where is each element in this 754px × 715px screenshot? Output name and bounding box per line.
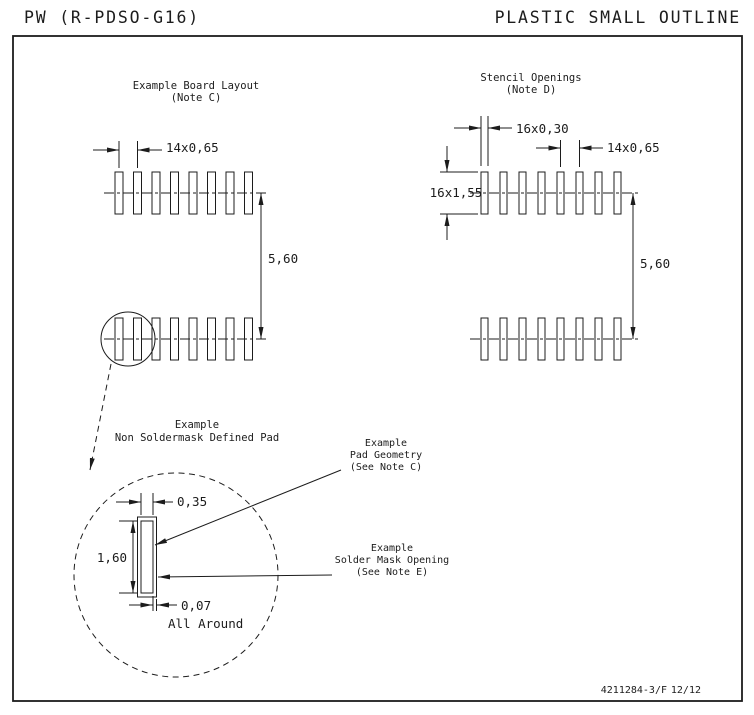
revision-date: 12/12 <box>671 685 701 696</box>
package-code-title: PW (R-PDSO-G16) <box>24 8 200 27</box>
detail-indicator-circle <box>100 311 156 367</box>
stencil-title: Stencil Openings <box>480 72 581 84</box>
dim-mask-gap: 0,07 All Around <box>129 596 243 631</box>
package-type-title: PLASTIC SMALL OUTLINE <box>495 8 741 27</box>
board-layout-note: (Note C) <box>171 92 222 104</box>
stencil-openings-diagram: Stencil Openings (Note D) 16x0,30 14x0,6… <box>430 72 670 361</box>
solder-mask-callout: Example Solder Mask Opening (See Note E) <box>157 543 449 580</box>
solder-mask-label-line2: Solder Mask Opening <box>335 555 449 566</box>
detail-title-line2: Non Soldermask Defined Pad <box>115 432 279 444</box>
pad-length-dim-text: 1,60 <box>97 550 127 565</box>
dim-pitch: 14x0,65 <box>536 140 660 167</box>
detail-title-line1: Example <box>175 419 219 431</box>
drawing-border <box>12 35 743 702</box>
document-number: 4211284-3/F <box>601 685 667 696</box>
pad-geometry-callout: Example Pad Geometry (See Note C) <box>154 438 422 546</box>
pad-geometry-label-line3: (See Note C) <box>350 462 422 473</box>
dim-pitch: 14x0,65 <box>93 140 219 168</box>
solder-mask-label-line3: (See Note E) <box>356 567 428 578</box>
dim-pad-length: 1,60 <box>97 520 138 594</box>
footer: 4211284-3/F 12/12 <box>601 685 701 696</box>
detail-view-circle <box>73 472 279 678</box>
opening-width-dim-text: 16x0,30 <box>516 121 569 136</box>
pitch-dim-text: 14x0,65 <box>607 140 660 155</box>
stencil-note: (Note D) <box>506 84 557 96</box>
solder-mask-label-line1: Example <box>371 543 413 554</box>
row-spacing-dim-text: 5,60 <box>640 256 670 271</box>
dim-opening-length: 16x1,55 <box>430 146 483 240</box>
pad-width-dim-text: 0,35 <box>177 494 207 509</box>
dim-row-spacing: 5,60 <box>258 193 298 339</box>
leader-arrow <box>157 574 333 580</box>
mask-gap-note-text: All Around <box>168 616 243 631</box>
dim-pad-width: 0,35 <box>116 493 207 515</box>
detail-leader-arrow <box>89 363 112 471</box>
pad-geometry-label-line1: Example <box>365 438 407 449</box>
leader-arrow <box>154 469 342 546</box>
row-spacing-dim-text: 5,60 <box>268 251 298 266</box>
pad-detail-view: Example Non Soldermask Defined Pad 0,35 … <box>73 419 449 678</box>
board-layout-title: Example Board Layout <box>133 80 259 92</box>
dim-opening-width: 16x0,30 <box>454 116 569 166</box>
dim-row-spacing: 5,60 <box>630 193 670 339</box>
pitch-dim-text: 14x0,65 <box>166 140 219 155</box>
board-layout-diagram: Example Board Layout (Note C) 14x0,65 5,… <box>89 80 298 471</box>
opening-length-dim-text: 16x1,55 <box>430 185 483 200</box>
mask-gap-dim-text: 0,07 <box>181 598 211 613</box>
pad-outline <box>140 520 154 594</box>
pad-geometry-label-line2: Pad Geometry <box>350 450 422 461</box>
